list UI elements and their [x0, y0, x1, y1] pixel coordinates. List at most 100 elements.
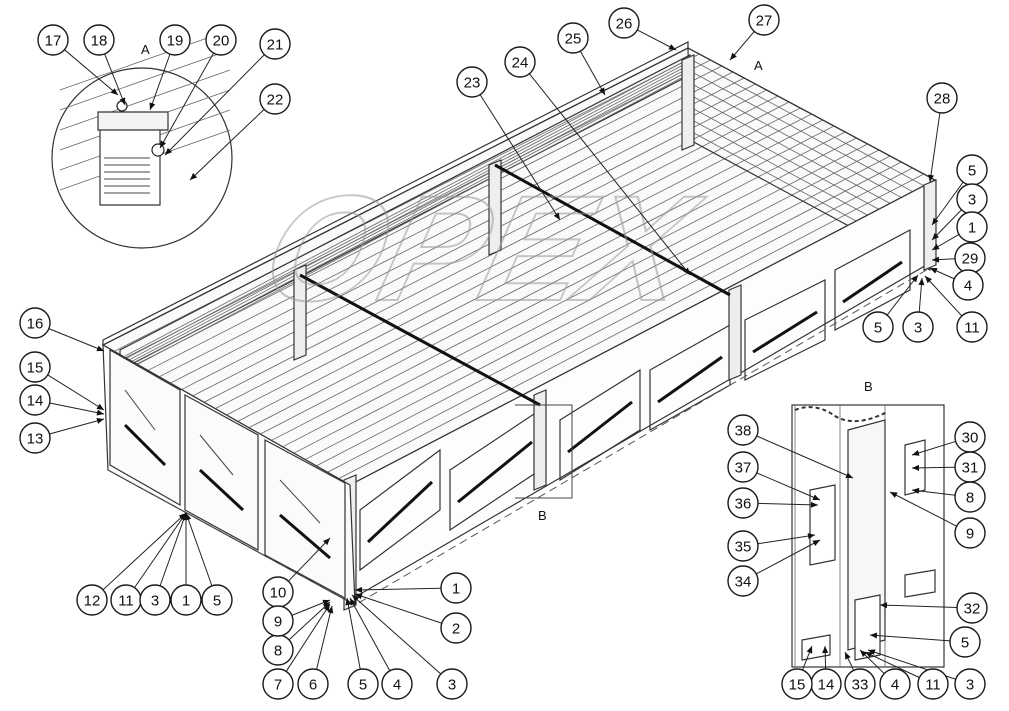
callout-circle: [954, 668, 986, 700]
side-board-panel: [359, 448, 441, 572]
callout-number: 2: [452, 621, 460, 638]
callout-8: 8: [954, 481, 986, 513]
callout-leader: [104, 53, 126, 106]
callout-leader: [864, 651, 920, 679]
leader-arrowhead: [598, 87, 605, 95]
callout-2: 2: [440, 612, 472, 644]
callout-number: 30: [962, 430, 979, 447]
leader-arrowhead: [912, 487, 920, 494]
leader-arrowhead: [149, 102, 156, 110]
callout-circle: [381, 668, 413, 700]
callout-16: 16: [19, 307, 51, 339]
callout-28: 28: [926, 82, 958, 114]
leader-arrowhead: [553, 212, 560, 220]
floor-board: [293, 149, 880, 454]
callout-13: 13: [19, 422, 51, 454]
callout-1: 1: [440, 572, 472, 604]
floor-board: [304, 155, 891, 460]
callout-number: 3: [914, 320, 922, 337]
callout-number: 9: [274, 614, 282, 631]
tailgate-handle: [124, 389, 156, 431]
callout-circle: [926, 82, 958, 114]
leader-arrowhead: [860, 650, 868, 658]
callout-leader: [159, 512, 187, 587]
callout-5: 5: [949, 626, 981, 658]
wall-slat: [124, 66, 686, 363]
callout-leader: [579, 50, 606, 96]
callout-number: 5: [874, 320, 882, 337]
leader-arrowhead: [352, 595, 360, 602]
callout-leader: [869, 634, 951, 642]
leader-arrowhead: [870, 632, 878, 639]
callout-number: 14: [818, 677, 835, 694]
callout-1: 1: [956, 211, 988, 243]
callout-leader: [911, 440, 956, 456]
leader-arrowhead: [160, 140, 167, 148]
callout-26: 26: [608, 7, 640, 39]
callout-leader: [889, 491, 957, 527]
detail-a-title: A: [141, 42, 150, 57]
callout-leader: [102, 512, 187, 591]
leader-arrowhead: [96, 409, 104, 416]
callout-11: 11: [956, 311, 988, 343]
callout-6: 6: [297, 668, 329, 700]
callout-12: 12: [76, 584, 108, 616]
callout-number: 6: [309, 677, 317, 694]
callout-circle: [76, 584, 108, 616]
callout-number: 14: [27, 393, 44, 410]
leader-arrowhead: [807, 533, 815, 540]
leader-arrowhead: [119, 97, 126, 105]
callout-leader: [929, 112, 941, 183]
rear-long-wall-top: [102, 41, 689, 346]
leader-arrowhead: [185, 513, 192, 521]
callout-20: 20: [205, 24, 237, 56]
callout-number: 8: [274, 643, 282, 660]
callout-circle: [259, 28, 291, 60]
tailgate-hinge-bar: [198, 468, 245, 512]
latch-body: [99, 119, 161, 206]
callout-circle: [436, 668, 468, 700]
callout-circle: [902, 311, 934, 343]
front-wall-slat: [691, 95, 929, 225]
callout-leader: [185, 512, 213, 587]
leader-arrowhead: [730, 52, 737, 60]
callout-number: 35: [735, 539, 752, 556]
stake-post-far: [293, 264, 307, 361]
detail-b-title: B: [864, 379, 873, 394]
callout-leader: [879, 604, 958, 609]
callout-leader: [288, 601, 331, 641]
floor-board: [327, 167, 913, 473]
leader-arrowhead: [350, 598, 356, 606]
callout-circle: [456, 66, 488, 98]
callout-14: 14: [810, 668, 842, 700]
leader-lines: [47, 29, 964, 680]
callout-number: 38: [735, 423, 752, 440]
leader-arrowhead: [930, 268, 938, 274]
tailgate-hinge-bar: [123, 423, 167, 467]
stake-post: [728, 284, 742, 381]
callout-number: 15: [789, 677, 806, 694]
callout-number: 28: [934, 91, 951, 108]
front-wall-slat: [691, 83, 929, 213]
callout-leader: [756, 539, 821, 575]
truck-body-drawing: [51, 29, 945, 668]
leader-arrowhead: [327, 606, 334, 614]
callout-circle: [954, 481, 986, 513]
floor-board: [136, 65, 722, 365]
front-wall-slat: [691, 59, 929, 189]
detail-b-post: [847, 419, 886, 651]
callout-number: 8: [966, 490, 974, 507]
callout-number: 9: [966, 526, 974, 543]
tailgate-panel: [184, 393, 259, 552]
floor-board: [215, 107, 801, 409]
callout-18: 18: [83, 24, 115, 56]
floor-board: [237, 119, 823, 422]
callout-number: 5: [961, 635, 969, 652]
side-board-stiffener: [657, 355, 723, 404]
callout-leader: [637, 29, 677, 51]
tailgate-handle: [199, 434, 234, 476]
detail-b-view: [791, 404, 945, 668]
callout-33: 33: [844, 668, 876, 700]
